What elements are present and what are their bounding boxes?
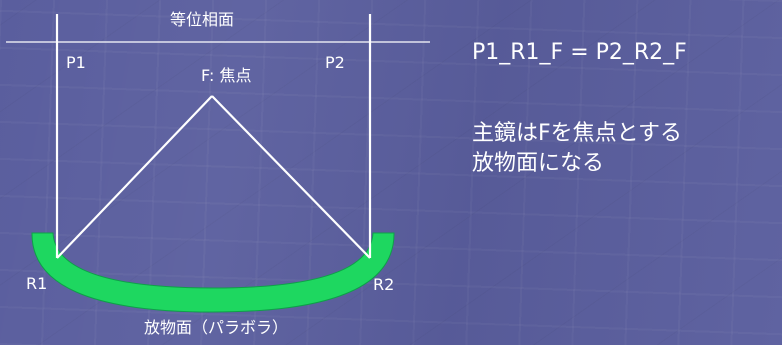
parabolic-mirror-shape [31, 232, 395, 313]
focus-label: F: 焦点 [201, 66, 252, 85]
equiphase-plane-label: 等位相面 [170, 10, 235, 29]
reflected-ray-left [56, 95, 213, 259]
point-p1-label: P1 [66, 53, 86, 72]
explanation-line-1: 主鏡はFを焦点とする [472, 121, 682, 146]
explanation-text: 主鏡はFを焦点とする 放物面になる [472, 119, 772, 179]
explanation-line-2: 放物面になる [472, 150, 605, 176]
point-r1-label: R1 [26, 274, 48, 293]
reflected-ray-right [211, 95, 371, 259]
point-p2-label: P2 [325, 53, 345, 72]
point-r2-label: R2 [373, 275, 395, 294]
path-length-equation: P1_R1_F = P2_R2_F [472, 40, 687, 65]
paraboloid-label: 放物面（パラボラ） [144, 318, 289, 337]
